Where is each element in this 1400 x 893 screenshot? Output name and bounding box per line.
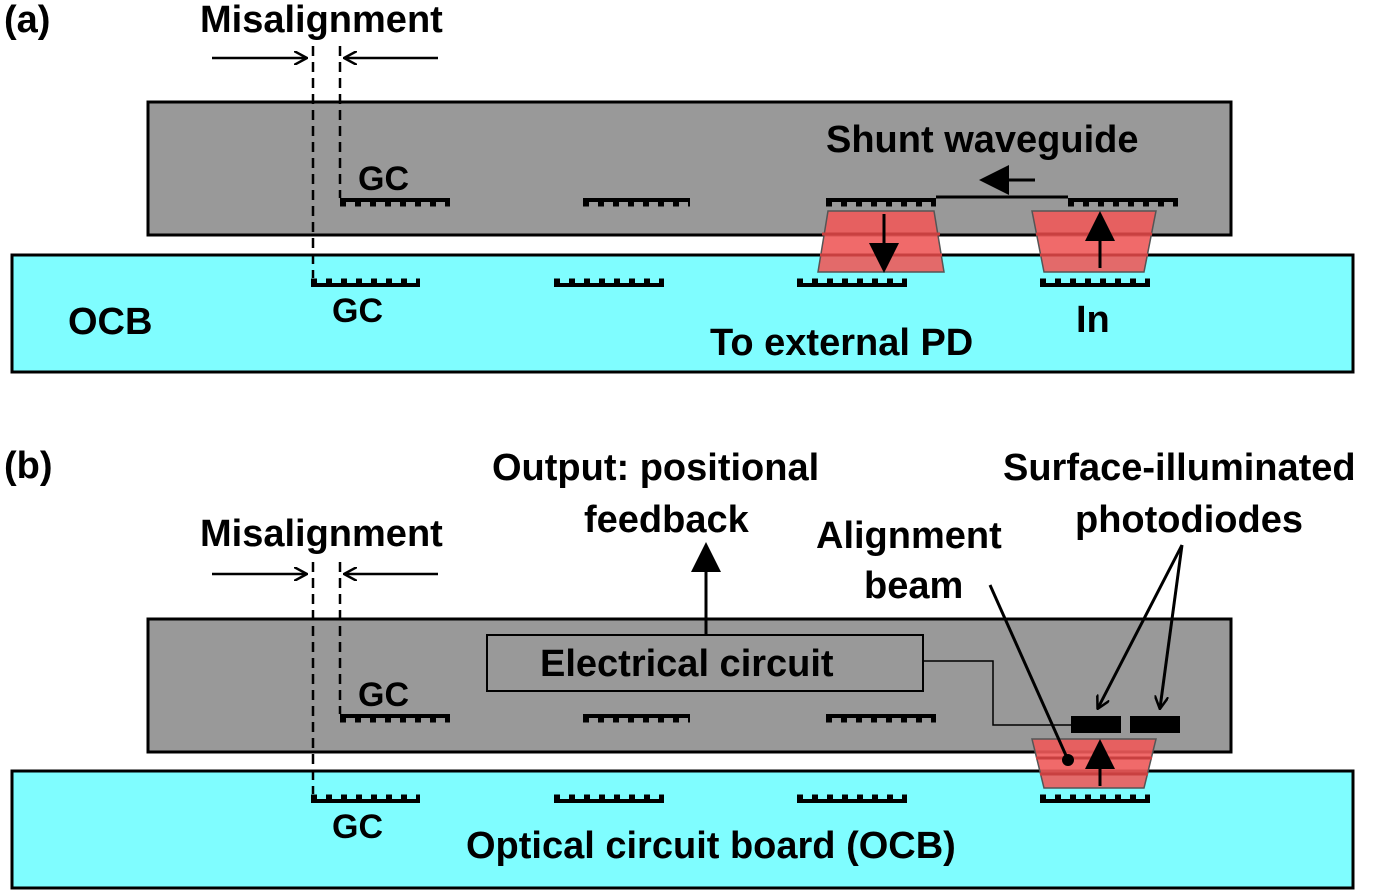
panel-b-board-gc-3 xyxy=(797,794,907,803)
panel-b-chip-gc-1 xyxy=(340,714,450,723)
panel-b-photodiode-1 xyxy=(1071,716,1121,733)
panel-b-tag: (b) xyxy=(4,445,53,487)
panel-b-alignment-line1: Alignment xyxy=(816,515,1002,557)
panel-b-surface-line1: Surface-illuminated xyxy=(1003,447,1356,489)
panel-b-coupler xyxy=(1031,738,1157,789)
panel-a-ocb-board xyxy=(10,253,1355,374)
panel-a-board-gc-3 xyxy=(797,278,907,287)
panel-a-board-gc-2 xyxy=(554,278,664,287)
panel-a-chip-gc-label: GC xyxy=(358,160,409,198)
panel-b-electrical-circuit-label: Electrical circuit xyxy=(540,643,834,685)
panel-a-coupler-out xyxy=(817,210,945,273)
panel-b-chip-gc-3 xyxy=(826,714,936,723)
panel-a-chip-gc-3 xyxy=(826,198,936,207)
panel-a-chip-gc-4 xyxy=(1068,198,1178,207)
panel-b-misalignment-label: Misalignment xyxy=(200,513,443,555)
panel-b-output-line1: Output: positional xyxy=(492,447,819,489)
panel-b-photodiode-pointer-1 xyxy=(1098,544,1184,708)
panel-a-misalignment-label: Misalignment xyxy=(200,0,443,41)
panel-b-photodiode-pointer-2 xyxy=(1160,544,1184,708)
panel-b-board-gc-4 xyxy=(1040,794,1150,803)
panel-b-board-gc-1 xyxy=(311,794,420,803)
panel-b-chip-gc-label: GC xyxy=(358,676,409,714)
panel-a-board-gc-label: GC xyxy=(332,292,383,330)
panel-b-alignment-line2: beam xyxy=(864,565,963,607)
panel-b-board-gc-2 xyxy=(554,794,664,803)
panel-b-output-line2: feedback xyxy=(584,499,750,541)
panel-a-chip-gc-1 xyxy=(340,198,450,207)
panel-a-board-gc-4 xyxy=(1040,278,1150,287)
panel-b-surface-line2: photodiodes xyxy=(1075,499,1303,541)
panel-b-circuit-wire xyxy=(923,660,1072,726)
panel-a-coupler-in xyxy=(1031,210,1157,273)
panel-b-alignment-pointer xyxy=(988,584,1070,761)
panel-a-ocb-label: OCB xyxy=(68,301,152,343)
panel-b-electrical-circuit-box xyxy=(486,634,924,692)
panel-b: (b) Output: positional feedback Alignmen… xyxy=(4,445,1356,890)
panel-a-to-pd-label: To external PD xyxy=(710,322,973,364)
panel-a-chip-gc-2 xyxy=(583,198,690,207)
panel-a-tag: (a) xyxy=(4,0,50,41)
panel-b-board-gc-label: GC xyxy=(332,808,383,846)
panel-b-ocb-board xyxy=(10,769,1355,890)
panel-a-shunt-label: Shunt waveguide xyxy=(826,119,1138,161)
panel-b-ocb-label: Optical circuit board (OCB) xyxy=(466,825,956,867)
panel-a-in-label: In xyxy=(1076,299,1110,341)
panel-b-chip-gc-2 xyxy=(583,714,690,723)
panel-a-board-gc-1 xyxy=(311,278,420,287)
panel-b-photodiode-2 xyxy=(1130,716,1180,733)
panel-a: (a) Misalignment Shunt xyxy=(4,0,1355,374)
